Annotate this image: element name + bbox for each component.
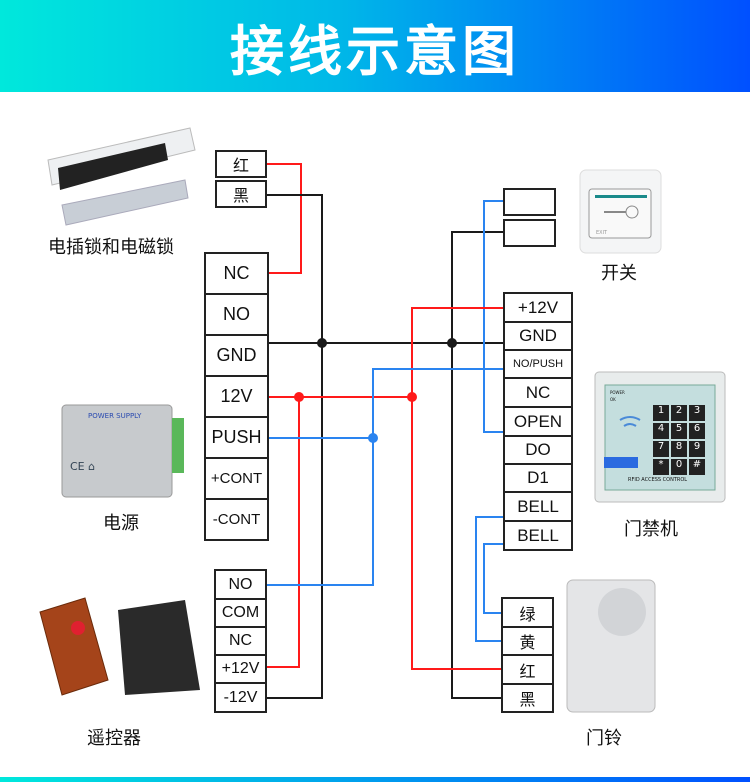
wire-nopush (266, 368, 503, 586)
terminal-plus12v: +12V (216, 656, 265, 684)
lock-terminal-black: 黑 (215, 180, 267, 208)
terminal-gnd: GND (505, 323, 571, 351)
label-remote: 遥控器 (87, 728, 141, 749)
key: 3 (689, 405, 705, 421)
wire-12v-access (411, 307, 503, 670)
header-banner: 接线示意图 (0, 0, 750, 92)
footer-bar (0, 777, 750, 782)
label-lock: 电插锁和电磁锁 (48, 237, 174, 258)
terminal-label: 黑 (232, 188, 249, 205)
terminal-open: OPEN (505, 408, 571, 437)
power-supply-brand: POWER SUPPLY (88, 412, 142, 420)
power-supply-terminal: NC NO GND 12V PUSH +CONT -CONT (204, 252, 269, 541)
doorbell-terminal: 绿 黄 红 黑 (501, 597, 554, 713)
junction-dot (407, 392, 417, 402)
terminal-nc: NC (216, 628, 265, 656)
key: 4 (653, 423, 669, 439)
junction-dot (368, 433, 378, 443)
wire-switch-black (451, 231, 503, 699)
terminal-nc: NC (505, 379, 571, 408)
exit-switch-image (579, 169, 662, 254)
terminal-green: 绿 (503, 599, 552, 628)
terminal-minus-cont: -CONT (212, 511, 261, 528)
terminal-no: NO (216, 571, 265, 600)
key: 1 (653, 405, 669, 421)
terminal-yellow: 黄 (503, 628, 552, 656)
magnetic-lock-image (47, 127, 196, 226)
wire-12v-remote (266, 397, 300, 668)
wire-bell-2 (483, 543, 503, 614)
access-panel-text: RFID ACCESS CONTROL (628, 477, 688, 483)
terminal-red: 红 (503, 656, 552, 685)
label-doorbell: 门铃 (586, 728, 622, 749)
terminal-nc: NC (206, 254, 267, 295)
wire-bell-1 (475, 516, 503, 642)
wire-lock-red (266, 163, 302, 274)
terminal-plus-cont: +CONT (206, 459, 267, 500)
key: 9 (689, 441, 705, 457)
junction-dot (317, 338, 327, 348)
terminal-do: DO (505, 437, 571, 465)
exit-plate-text: EXIT (596, 230, 608, 236)
key: 6 (689, 423, 705, 439)
terminal-minus12v: -12V (223, 688, 258, 706)
terminal-push: PUSH (206, 418, 267, 459)
wire-switch-blue (483, 200, 503, 433)
key: # (689, 459, 705, 475)
key: 7 (653, 441, 669, 457)
terminal-com: COM (216, 600, 265, 628)
keypad: 1 2 3 4 5 6 7 8 9 * 0 # (653, 405, 705, 475)
key: 8 (671, 441, 687, 457)
power-supply-image: CE ⌂ (61, 404, 184, 498)
key: * (653, 459, 669, 475)
indicator-ok: OK (610, 397, 616, 402)
switch-terminal-1 (503, 188, 556, 216)
key: 5 (671, 423, 687, 439)
terminal-bell-2: BELL (517, 525, 559, 545)
terminal-plus12v: +12V (505, 294, 571, 323)
access-control-terminal: +12V GND NO/PUSH NC OPEN DO D1 BELL BELL (503, 292, 573, 551)
key: 2 (671, 405, 687, 421)
doorbell-image (566, 579, 656, 713)
remote-image (39, 597, 200, 696)
terminal-d1: D1 (505, 465, 571, 493)
label-exit-switch: 开关 (601, 263, 637, 284)
wire-lock-black (266, 194, 323, 699)
indicator-power: POWER (610, 390, 625, 395)
terminal-gnd: GND (206, 336, 267, 377)
terminal-bell-1: BELL (505, 493, 571, 522)
switch-terminal-2 (503, 219, 556, 247)
label-power-supply: 电源 (103, 513, 139, 534)
remote-terminal: NO COM NC +12V -12V (214, 569, 267, 713)
key: 0 (671, 459, 687, 475)
junction-dot (294, 392, 304, 402)
label-access-control: 门禁机 (624, 519, 678, 540)
terminal-black: 黑 (519, 692, 536, 709)
terminal-12v: 12V (206, 377, 267, 418)
lock-terminal-red: 红 (215, 150, 267, 178)
terminal-no-push: NO/PUSH (505, 351, 571, 379)
svg-text:CE ⌂: CE ⌂ (70, 460, 95, 473)
junction-dot (447, 338, 457, 348)
terminal-label: 红 (232, 158, 249, 175)
page-title: 接线示意图 (230, 19, 520, 83)
terminal-no: NO (206, 295, 267, 336)
